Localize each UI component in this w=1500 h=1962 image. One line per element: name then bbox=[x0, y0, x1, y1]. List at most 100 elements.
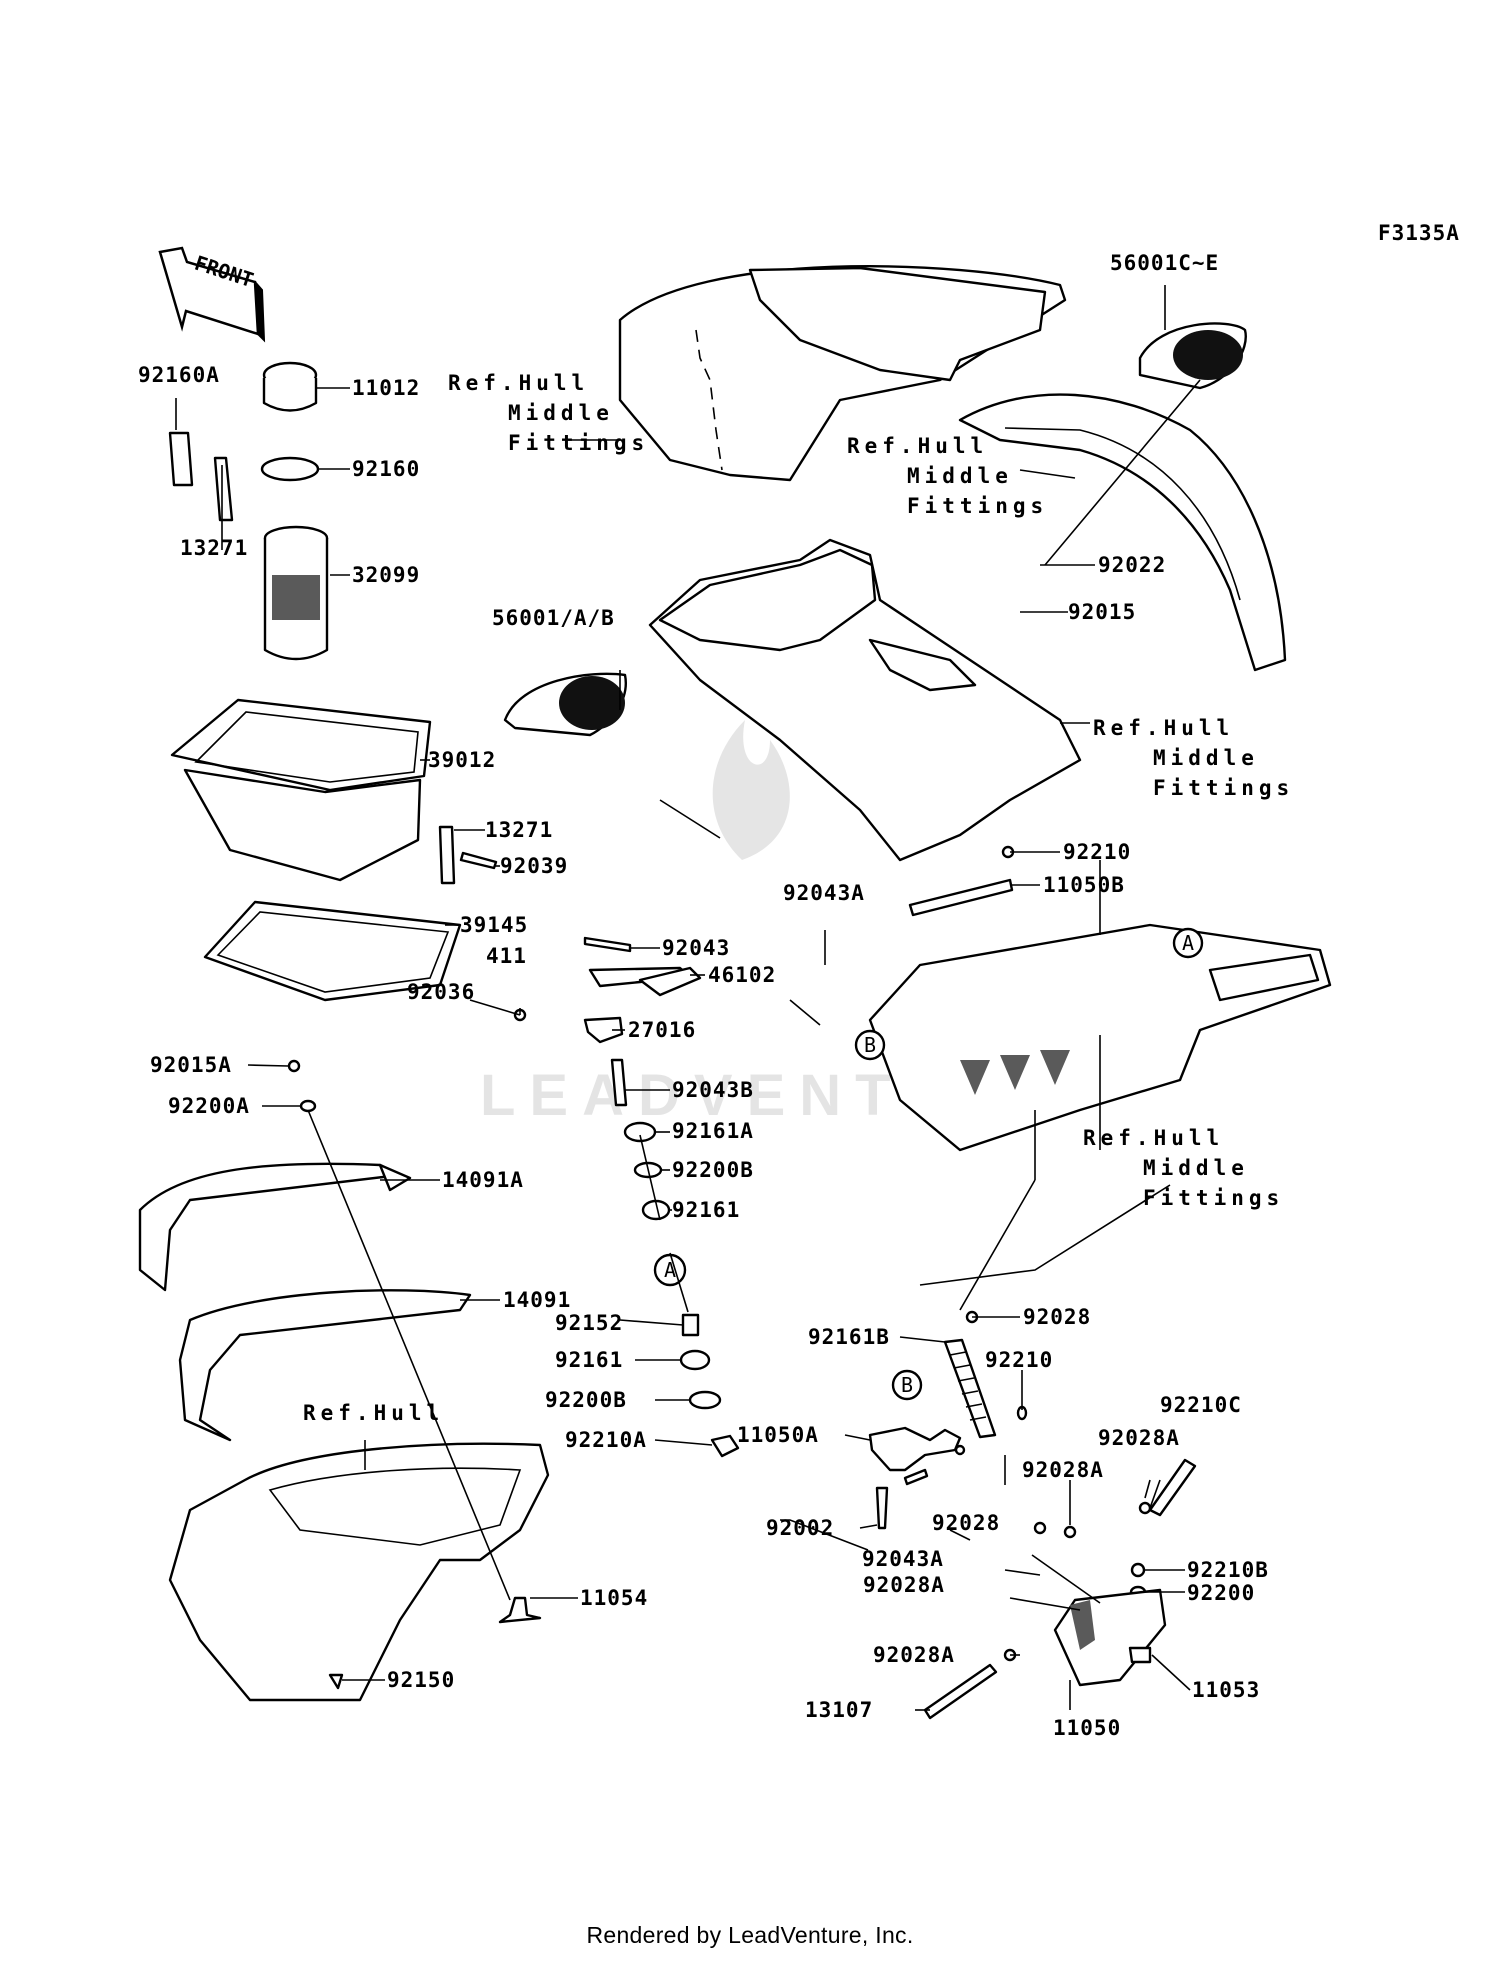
label-411: 411 bbox=[486, 944, 527, 968]
ref2-line2: Middle bbox=[907, 464, 1013, 488]
label-92028a-low: 92028A bbox=[873, 1643, 955, 1667]
label-92015a: 92015A bbox=[150, 1053, 232, 1077]
ref1-line3: Fittings bbox=[508, 431, 649, 455]
ref1-line1: Ref.Hull bbox=[448, 371, 589, 395]
leader-lines bbox=[175, 285, 1201, 1711]
callout-b-arm: B bbox=[901, 1373, 913, 1397]
label-92160: 92160 bbox=[352, 457, 420, 481]
front-arrow-icon: FRONT bbox=[158, 246, 266, 343]
label-92161b: 92161B bbox=[808, 1325, 890, 1349]
label-92043b: 92043B bbox=[672, 1078, 754, 1102]
bar-11050b-shape bbox=[908, 878, 1014, 917]
label-11012: 11012 bbox=[352, 376, 420, 400]
label-14091: 14091 bbox=[503, 1288, 571, 1312]
callout-a-hull: A bbox=[1182, 931, 1194, 955]
washer-92200bb-shape bbox=[688, 1390, 722, 1410]
label-92210: 92210 bbox=[1063, 840, 1131, 864]
callout-b-arm-circle bbox=[891, 1369, 923, 1401]
cap-11012-body bbox=[262, 378, 318, 412]
label-13271-lower: 13271 bbox=[485, 818, 553, 842]
label-11050b: 11050B bbox=[1043, 873, 1125, 897]
ref3-line2: Middle bbox=[1153, 746, 1259, 770]
grab-rail-14091-shape bbox=[178, 1289, 472, 1442]
label-92028a-right: 92028A bbox=[1098, 1426, 1180, 1450]
tub-39012-body bbox=[183, 768, 422, 882]
callout-a-hull-circle bbox=[1172, 927, 1204, 959]
hull-middle-vent-shape bbox=[868, 638, 977, 692]
label-46102: 46102 bbox=[708, 963, 776, 987]
label-92022: 92022 bbox=[1098, 553, 1166, 577]
bolt-92043b-shape bbox=[610, 1058, 628, 1107]
label-92028-lower: 92028 bbox=[932, 1511, 1000, 1535]
label-92028a: 92028A bbox=[1022, 1458, 1104, 1482]
label-32099: 32099 bbox=[352, 563, 420, 587]
label-92150: 92150 bbox=[387, 1668, 455, 1692]
ref1-line2: Middle bbox=[508, 401, 614, 425]
washer-92161b-shape bbox=[679, 1349, 711, 1371]
ref3-line1: Ref.Hull bbox=[1093, 716, 1234, 740]
label-92210c: 92210C bbox=[1160, 1393, 1242, 1417]
bracket-13271b-shape bbox=[438, 825, 456, 885]
label-92028a-mid: 92028A bbox=[863, 1573, 945, 1597]
pad-46102-shape bbox=[638, 966, 702, 997]
arm-11050a-shape bbox=[868, 1426, 962, 1472]
label-92160a: 92160A bbox=[138, 363, 220, 387]
label-92200a: 92200A bbox=[168, 1094, 250, 1118]
label-92002: 92002 bbox=[766, 1516, 834, 1540]
label-92210-lower: 92210 bbox=[985, 1348, 1053, 1372]
spring-92161b-shape bbox=[943, 1338, 997, 1439]
label-92036: 92036 bbox=[407, 980, 475, 1004]
bracket-13271-shape bbox=[213, 456, 234, 522]
rear-hardware-group: B A B bbox=[854, 845, 1204, 1720]
nut-92210b-shape bbox=[1130, 1562, 1146, 1578]
bolt-92043ab-shape bbox=[903, 1468, 929, 1486]
hull-middle-top-shape bbox=[658, 548, 877, 652]
ref2-line3: Fittings bbox=[907, 494, 1048, 518]
tube-32099-band bbox=[272, 575, 320, 620]
label-92015: 92015 bbox=[1068, 600, 1136, 624]
label-56001ab: 56001/A/B bbox=[492, 606, 615, 630]
seat-opening-shape bbox=[748, 266, 1047, 382]
hull-lower-right-tail bbox=[1208, 953, 1320, 1002]
mirror-56001ab-glass bbox=[559, 676, 625, 730]
label-92028: 92028 bbox=[1023, 1305, 1091, 1329]
left-storage-group bbox=[168, 361, 498, 1002]
front-hull-group bbox=[138, 1059, 550, 1702]
callout-a-center: A bbox=[664, 1258, 676, 1282]
ref5-line1: Ref.Hull bbox=[303, 1401, 444, 1425]
mirror-56001ce-glass bbox=[1173, 330, 1243, 380]
center-hardware-group: A bbox=[513, 936, 740, 1458]
figure-code: F3135A bbox=[1378, 221, 1460, 245]
ref4-line2: Middle bbox=[1143, 1156, 1249, 1180]
label-13271-upper: 13271 bbox=[180, 536, 248, 560]
callout-b-hull-circle bbox=[854, 1029, 886, 1061]
grommet-11054-shape bbox=[498, 1596, 542, 1624]
bolt-92210c-shape bbox=[1148, 1458, 1197, 1517]
clip-27016-shape bbox=[583, 1016, 624, 1044]
nut-92015a-shape bbox=[287, 1059, 301, 1073]
ref4-line1: Ref.Hull bbox=[1083, 1126, 1224, 1150]
ref3-line3: Fittings bbox=[1153, 776, 1294, 800]
label-92039: 92039 bbox=[500, 854, 568, 878]
label-39145: 39145 bbox=[460, 913, 528, 937]
label-92043: 92043 bbox=[662, 936, 730, 960]
label-92161a: 92161A bbox=[672, 1119, 754, 1143]
label-92043a: 92043A bbox=[783, 881, 865, 905]
label-14091a: 14091A bbox=[442, 1168, 524, 1192]
part-labels: 92160A 11012 92160 13271 32099 39012 132… bbox=[138, 251, 1268, 1740]
nut-92210a-shape bbox=[710, 1434, 740, 1458]
reference-labels: Ref.Hull Middle Fittings Ref.Hull Middle… bbox=[303, 371, 1294, 1470]
label-92043a-lower: 92043A bbox=[862, 1547, 944, 1571]
bolt-92043-shape bbox=[583, 936, 632, 953]
ref2-line1: Ref.Hull bbox=[847, 434, 988, 458]
cowl-right-shape bbox=[958, 393, 1287, 672]
label-92200b: 92200B bbox=[672, 1158, 754, 1182]
bracket-11050-shape bbox=[1053, 1588, 1167, 1687]
label-92200: 92200 bbox=[1187, 1581, 1255, 1605]
footer-credit: Rendered by LeadVenture, Inc. bbox=[586, 1922, 914, 1948]
gasket-92160-shape bbox=[260, 456, 320, 482]
label-11054: 11054 bbox=[580, 1586, 648, 1610]
bolt-92039-shape bbox=[459, 851, 498, 870]
label-11053: 11053 bbox=[1192, 1678, 1260, 1702]
